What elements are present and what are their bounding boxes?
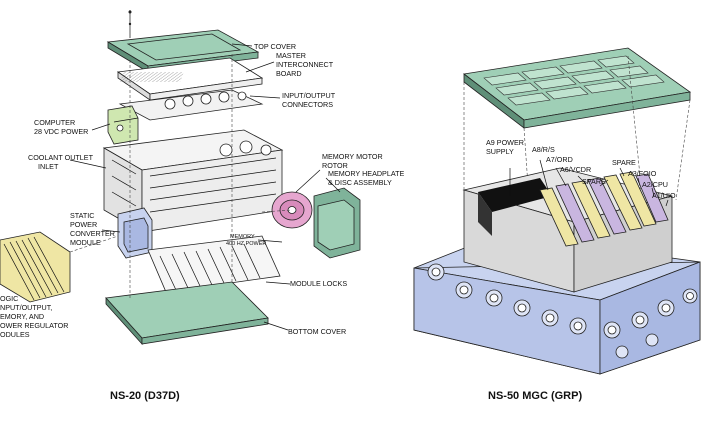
label-master-3: BOARD: [276, 69, 302, 78]
ns20-caption: NS-20 (D37D): [110, 390, 180, 402]
ns50-labels: A9 POWER SUPPLY A8/R/S A7/ORD A6/VCDR SP…: [486, 138, 676, 200]
ns50-card-cage: [462, 167, 673, 293]
label-logic-4: OWER REGULATOR: [0, 321, 68, 330]
label-static-4: MODULE: [70, 238, 101, 247]
label-master-1: MASTER: [276, 51, 306, 60]
label-bottom-cover: BOTTOM COVER: [288, 327, 346, 336]
ns50-lid: [463, 47, 692, 129]
ns50-cards: [539, 171, 669, 247]
label-logic-5: ODULES: [0, 330, 30, 339]
label-a9-2: SUPPLY: [486, 147, 514, 156]
label-a9-1: A9 POWER: [486, 138, 524, 147]
label-a3: A3/FOIO: [628, 169, 657, 178]
label-spare1: SPARE: [612, 158, 636, 167]
label-mem400-1: MEMORY: [230, 234, 255, 240]
label-computer-2: 28 VDC POWER: [34, 127, 88, 136]
label-master-2: INTERCONNECT: [276, 60, 334, 69]
label-headplate-1: MEMORY HEADPLATE: [328, 169, 404, 178]
label-mem400-2: 400 Hz POWER: [226, 241, 266, 247]
ns20-labels: TOP COVER MASTER INTERCONNECT BOARD INPU…: [0, 42, 404, 339]
memory-headplate-part: [313, 187, 361, 259]
label-static-2: POWER: [70, 220, 97, 229]
label-io-2: CONNECTORS: [282, 100, 333, 109]
label-static-1: STATIC: [70, 211, 95, 220]
computer-power-box: [107, 105, 139, 145]
label-a7: A7/ORD: [546, 155, 573, 164]
label-logic-3: EMORY, AND: [0, 312, 44, 321]
interconnect-board-part: [116, 57, 264, 101]
bottom-cover-part: [105, 281, 269, 346]
label-io-1: INPUT/OUTPUT: [282, 91, 336, 100]
label-a1: A1/UIO: [652, 191, 676, 200]
ns50-connectors: [427, 263, 698, 359]
label-static-3: CONVERTER: [70, 229, 115, 238]
io-connectors-part: [118, 89, 264, 121]
ns50-illustration: [413, 47, 701, 375]
label-a6: A6/VCDR: [560, 165, 591, 174]
label-coolant-2: INLET: [38, 162, 59, 171]
static-converter-part: [117, 207, 153, 259]
module-locks-part: [147, 235, 281, 293]
label-computer-1: COMPUTER: [34, 118, 75, 127]
label-a2: A2/CPU: [642, 180, 668, 189]
ns20-exploded-illustration: [0, 10, 361, 346]
label-module-locks: MODULE LOCKS: [290, 279, 347, 288]
label-a8: A8/R/S: [532, 145, 555, 154]
label-logic-2: NPUT/OUTPUT,: [0, 303, 52, 312]
label-coolant-1: COOLANT OUTLET: [28, 153, 94, 162]
label-motor-1: MEMORY MOTOR: [322, 152, 383, 161]
label-top-cover: TOP COVER: [254, 42, 296, 51]
label-headplate-2: & DISC ASSEMBLY: [328, 178, 392, 187]
ns50-caption: NS-50 MGC (GRP): [488, 390, 582, 402]
logic-modules-part: [0, 231, 71, 303]
label-spare2: SPARE: [582, 177, 606, 186]
label-logic-1: OGIC: [0, 294, 18, 303]
label-motor-2: ROTOR: [322, 161, 348, 170]
